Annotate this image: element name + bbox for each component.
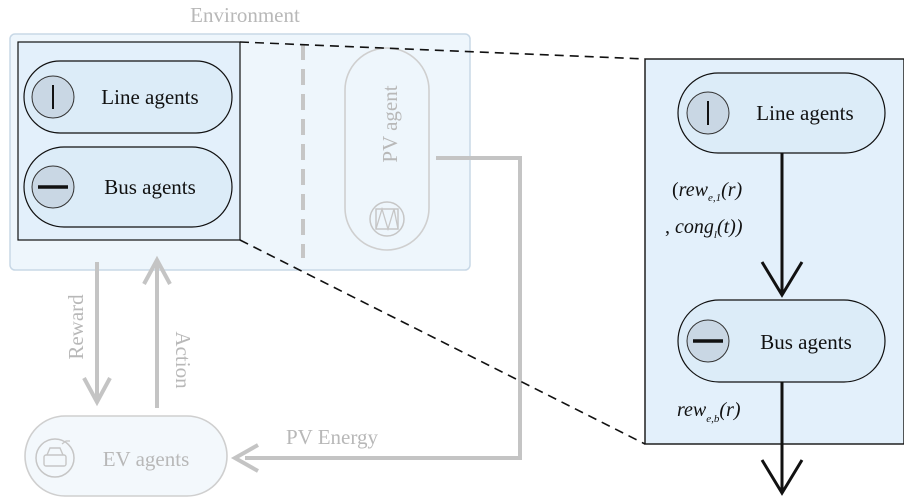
bus-agents-label: Bus agents [104,175,196,199]
line-agents-label: Line agents [101,85,198,109]
line-message-row-2: , congl(t)) [665,216,743,241]
zoom-bus-agents-label: Bus agents [760,330,852,354]
zoom-connector-bottom [239,239,646,445]
ev-agents-label: EV agents [103,447,190,471]
line-message-row-1: (rewe,1(r) [672,179,743,204]
zoom-line-agents-label: Line agents [756,101,853,125]
pv-energy-line [245,156,522,460]
environment-title: Environment [190,3,300,27]
ev-car-icon [35,438,75,478]
ev-agents-pill [24,415,228,497]
pv-energy-arrowhead [230,443,259,473]
bus-agents-pill [23,146,233,228]
pv-panel-icon [369,201,405,237]
action-label: Action [171,331,195,389]
reward-label: Reward [64,294,88,360]
zoom-connector-top [239,41,646,60]
pv-agent-pill [344,47,430,251]
pv-agent-label: PV agent [378,85,402,162]
line-agents-pill [23,60,233,134]
bus-message: rewe,b(r) [677,399,741,425]
pv-energy-label: PV Energy [286,425,378,449]
